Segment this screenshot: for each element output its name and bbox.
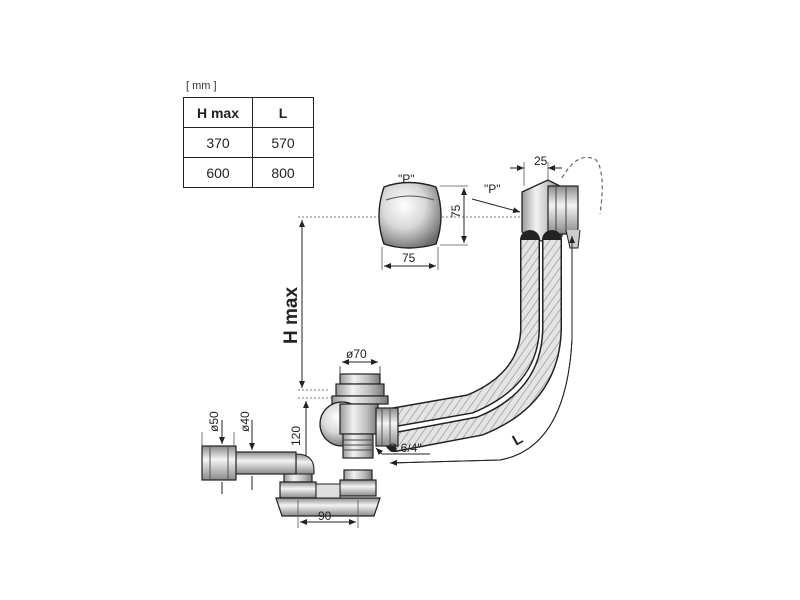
label-p-top: "P": [398, 172, 415, 186]
label-dia-40: ø40: [238, 411, 252, 432]
label-thread: G 6/4": [388, 441, 422, 455]
label-dim-25: 25: [534, 154, 548, 168]
overflow-knob-front: [378, 181, 468, 270]
label-length: L: [510, 430, 526, 449]
dimension-table: H max L 370 570 600 800: [183, 97, 314, 188]
table-cell: 370: [183, 127, 253, 158]
overflow-head-side: [471, 156, 603, 249]
table-row: 370 570: [183, 127, 314, 158]
table-cell: 600: [183, 157, 253, 188]
label-dia-70: ø70: [346, 347, 367, 361]
flexible-hose: [380, 230, 562, 452]
table-header-row: H max L: [183, 97, 314, 128]
table-cell: 800: [252, 157, 314, 188]
table-header-hmax: H max: [183, 97, 253, 128]
reference-lines: [298, 216, 520, 399]
drain-assembly: [201, 359, 430, 528]
label-dim-90: 90: [318, 509, 332, 523]
label-dia-50: ø50: [207, 411, 221, 432]
table-row: 600 800: [183, 157, 314, 188]
label-dim-75-horizontal: 75: [402, 251, 416, 265]
label-h-max: H max: [281, 287, 302, 344]
label-dim-75-vertical: 75: [449, 204, 463, 218]
length-dimension: [389, 236, 575, 466]
table-cell: 570: [252, 127, 314, 158]
label-dim-120: 120: [289, 426, 303, 446]
label-p-side: "P": [484, 182, 501, 196]
unit-label: [ mm ]: [186, 80, 217, 92]
